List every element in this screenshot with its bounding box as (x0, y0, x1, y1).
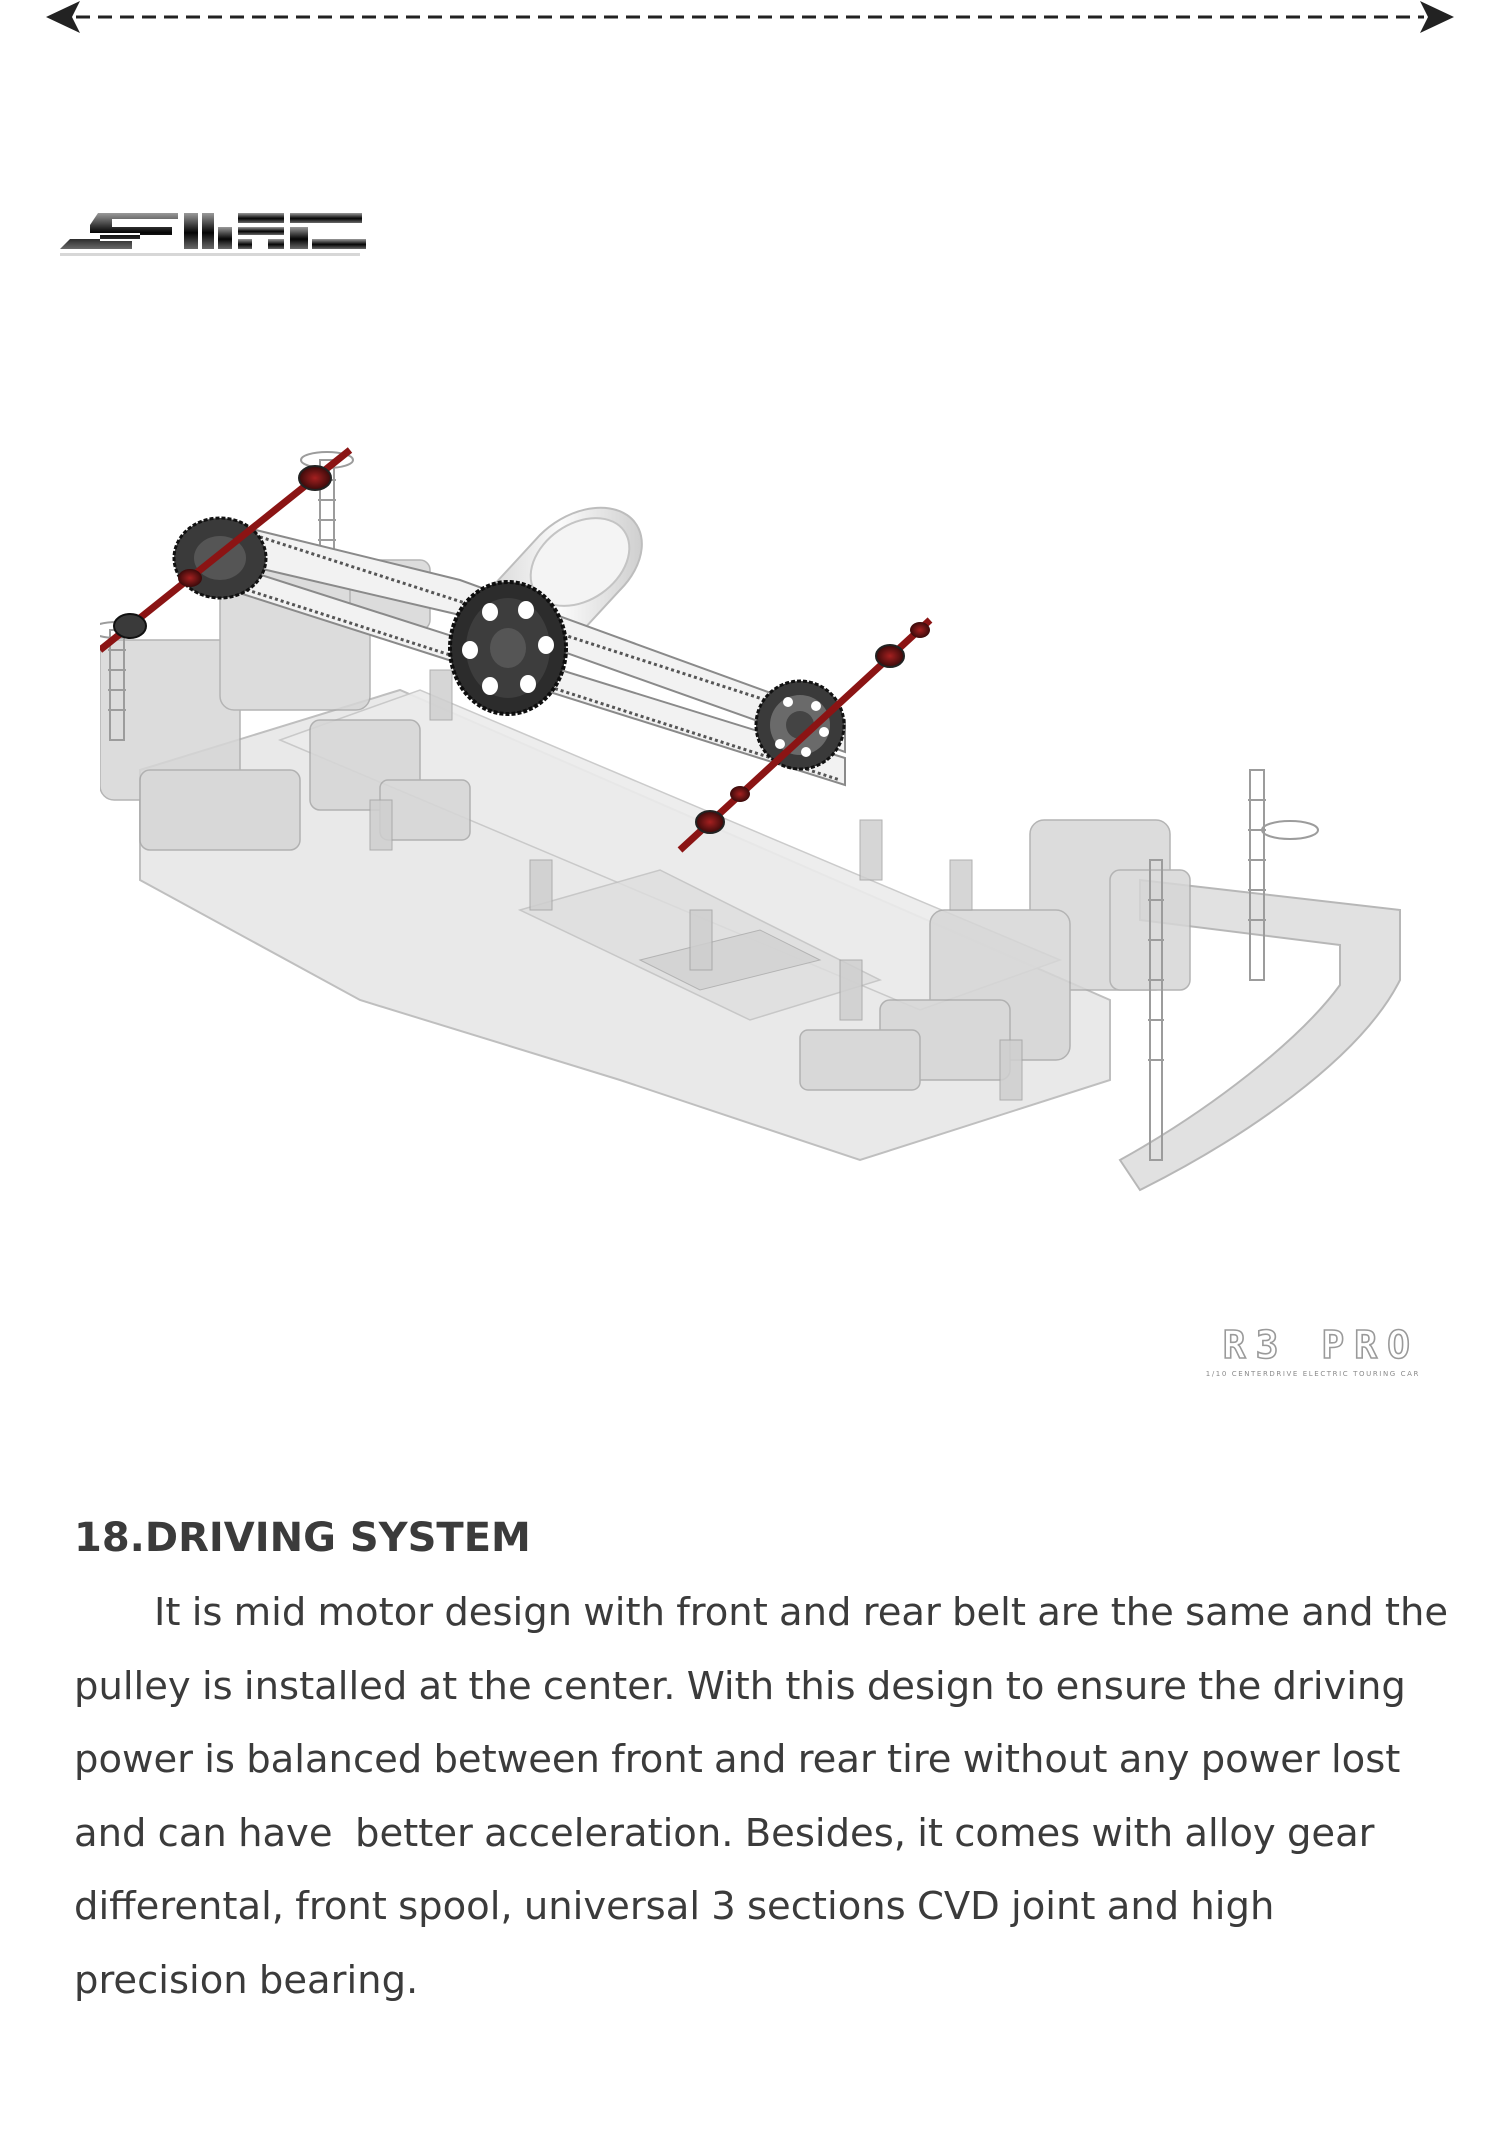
section-heading: 18.DRIVING SYSTEM (74, 1515, 531, 1561)
front-pulley (754, 679, 846, 771)
rear-driveshaft (100, 447, 353, 653)
product-tagline: 1/10 CENTERDRIVE ELECTRIC TOURING CAR (1205, 1370, 1420, 1378)
right-arrowhead-icon (1420, 1, 1454, 33)
front-driveshaft (677, 617, 933, 853)
top-double-arrow-divider (46, 1, 1454, 33)
left-arrowhead-icon (46, 1, 80, 33)
driving-system-chassis-illustration (100, 447, 1401, 1192)
driving-system-section: 18.DRIVING SYSTEM It is mid motor design… (74, 1508, 1454, 2017)
section-body-text: It is mid motor design with front and re… (74, 1590, 1460, 2003)
front-suspension (799, 819, 1191, 1091)
sworkz-logo (60, 213, 366, 256)
center-spur-gear (448, 580, 568, 716)
product-name: R3 PRO (1222, 1323, 1420, 1367)
product-mark: R3 PRO 1/10 CENTERDRIVE ELECTRIC TOURING… (1180, 1323, 1420, 1380)
